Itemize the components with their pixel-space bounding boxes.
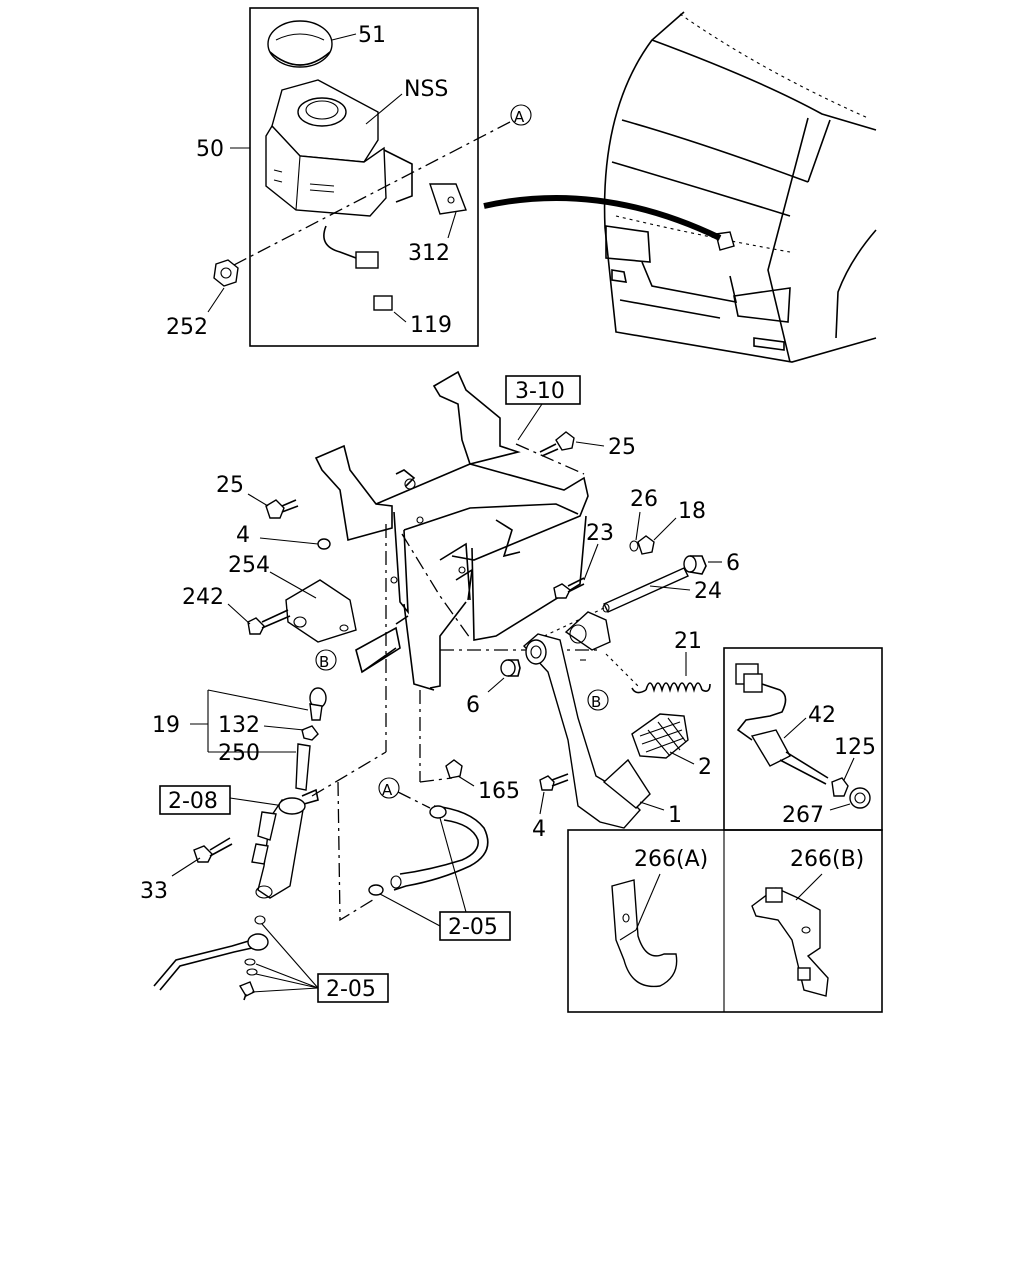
reservoir-cap-part <box>267 20 333 68</box>
callout-a-mid: A <box>382 781 393 799</box>
bushing-6-right-part <box>683 555 707 575</box>
callout-b-mid: B <box>591 693 601 711</box>
bracket-266b-part <box>751 887 829 997</box>
switch-inset: 42 125 267 <box>723 647 883 831</box>
callout-312: 312 <box>408 241 450 266</box>
reference-a-circle <box>510 104 532 126</box>
reservoir-inset: 51 NSS 50 A 312 <box>166 7 532 347</box>
callout-6-right: 6 <box>726 551 740 576</box>
callout-33: 33 <box>140 879 168 904</box>
callout-4-lower: 4 <box>532 817 546 842</box>
ref-3-10: 3-10 <box>515 379 565 404</box>
callout-125: 125 <box>834 735 876 760</box>
shaft-24-part <box>602 567 689 613</box>
nut-165-part <box>445 759 463 779</box>
bolt-23-part <box>553 577 585 599</box>
bracket-312-part <box>429 183 467 215</box>
callout-25-right: 25 <box>608 435 636 460</box>
callout-266b: 266(B) <box>790 847 864 872</box>
bracket-variant-frame <box>567 829 883 1013</box>
stud-4-upper-part <box>317 538 331 550</box>
reservoir-inset-frame <box>249 7 479 347</box>
callout-b-left: B <box>319 653 329 671</box>
callout-50: 50 <box>196 137 224 162</box>
ref-box-2-08 <box>159 785 231 815</box>
nut-18-part <box>637 535 655 555</box>
return-spring-21-part <box>631 682 711 694</box>
callout-42: 42 <box>808 703 836 728</box>
reservoir-tank-part <box>265 79 413 311</box>
master-cylinder-part <box>251 788 319 899</box>
bolt-25-left-part <box>265 499 299 519</box>
clutch-switch-42-part <box>735 663 829 785</box>
callout-2: 2 <box>698 755 712 780</box>
callout-25-left: 25 <box>216 473 244 498</box>
bolt-4-lower-part <box>539 773 569 791</box>
bracket-266a-part <box>611 879 678 988</box>
callout-19: 19 <box>152 713 180 738</box>
bracket-254-part <box>285 579 357 643</box>
lock-washer-267-part <box>849 787 871 809</box>
nut-252-part <box>213 259 239 287</box>
reference-b-left-circle <box>315 649 337 671</box>
ref-2-05-middle: 2-05 <box>448 915 498 940</box>
callout-254: 254 <box>228 553 270 578</box>
ref-box-3-10 <box>505 375 581 405</box>
bushing-6-left-part <box>500 659 521 677</box>
bracket-variant-insets: 266(A) 266(B) <box>567 829 883 1013</box>
callout-18: 18 <box>678 499 706 524</box>
callout-119: 119 <box>410 313 452 338</box>
callout-250: 250 <box>218 741 260 766</box>
truck-cab-view <box>483 11 877 363</box>
fluid-hose-part <box>368 805 489 896</box>
fluid-pipe-lower-part <box>153 915 269 1001</box>
reference-b-mid-circle <box>587 689 609 711</box>
callout-165: 165 <box>478 779 520 804</box>
callout-26: 26 <box>630 487 658 512</box>
callout-132: 132 <box>218 713 260 738</box>
clutch-pedal-part <box>522 611 651 829</box>
pedal-pad-2-part <box>631 713 689 759</box>
callout-4-upper: 4 <box>236 523 250 548</box>
callout-nss: NSS <box>404 77 448 102</box>
callout-242: 242 <box>182 585 224 610</box>
callout-23: 23 <box>586 521 614 546</box>
ref-2-05-bottom: 2-05 <box>326 977 376 1002</box>
bolt-25-top-part <box>539 431 575 457</box>
callout-252: 252 <box>166 315 208 340</box>
ref-2-08: 2-08 <box>168 789 218 814</box>
nut-125-part <box>831 777 849 797</box>
callout-a-top: A <box>514 108 525 126</box>
callout-24: 24 <box>694 579 722 604</box>
callout-21: 21 <box>674 629 702 654</box>
clevis-132-250-part <box>295 687 327 791</box>
callout-266a: 266(A) <box>634 847 708 872</box>
callout-51: 51 <box>358 23 386 48</box>
washer-26-part <box>629 540 639 552</box>
callout-1: 1 <box>668 803 682 828</box>
bolt-242-part <box>247 609 291 635</box>
reference-a-mid-circle <box>378 777 400 799</box>
callout-6-left: 6 <box>466 693 480 718</box>
pedal-bracket-assembly <box>314 370 598 783</box>
callout-267: 267 <box>782 803 824 828</box>
